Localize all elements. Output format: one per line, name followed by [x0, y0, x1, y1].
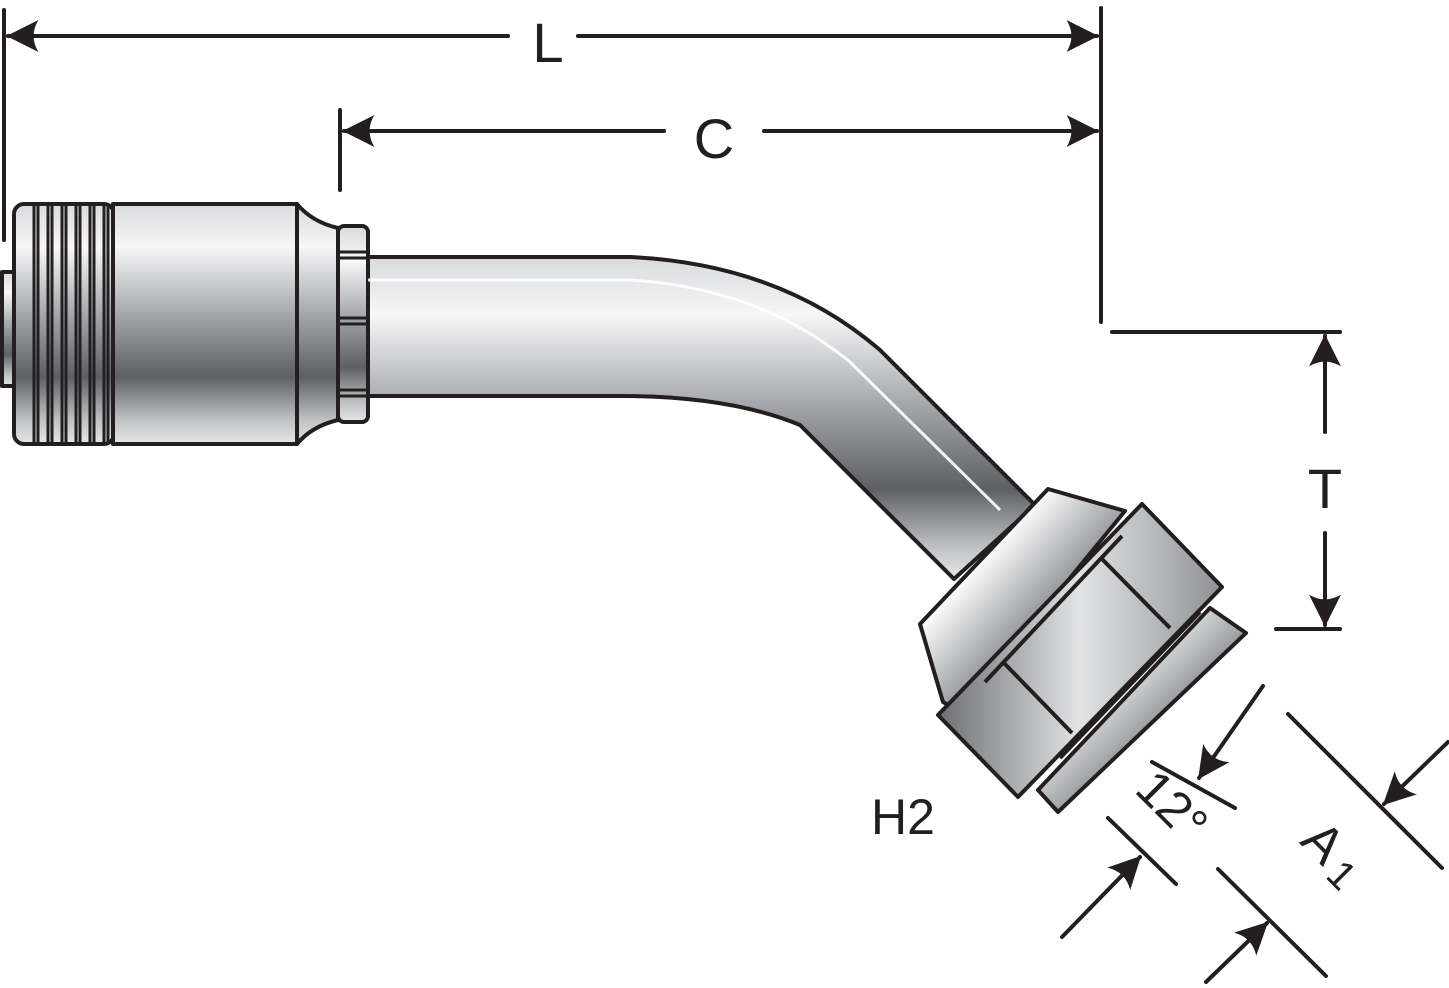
a1-ext-top: [1286, 712, 1444, 870]
a1-ext-bottom: [1216, 867, 1328, 978]
seat-angle-ext-top: [1150, 760, 1237, 810]
seat-angle-arrow-top: [1197, 684, 1265, 780]
dimension-l-label: L: [532, 11, 563, 74]
hex-nut: [936, 502, 1224, 799]
a1-arrow-top: [1382, 740, 1449, 806]
tube-highlight: [368, 278, 1002, 512]
ferrule-shell: [111, 202, 299, 446]
dimension-t-label: T: [1308, 457, 1342, 520]
hose-ferrule: [0, 202, 370, 446]
bent-tube: [366, 255, 1037, 581]
dimension-l: L: [6, 11, 1099, 74]
ferrule-taper: [295, 202, 340, 446]
ferrule-collar: [12, 202, 116, 446]
seat-angle-arrow-bottom: [1060, 855, 1142, 939]
dimension-t: T: [1308, 334, 1342, 627]
seat-ring: [1036, 606, 1248, 814]
dimension-c-label: C: [694, 107, 734, 170]
socket-hex-flats: [338, 250, 368, 398]
swivel-nut: [918, 487, 1248, 814]
seat-angle-ext-bottom: [1106, 816, 1178, 886]
a1-arrow-bottom: [1204, 921, 1269, 984]
hex-nut-flats: [983, 534, 1202, 760]
ferrule-grooves: [32, 206, 110, 442]
dimension-a1: A 1: [1204, 712, 1449, 984]
dimension-c: C: [342, 107, 1099, 170]
dimension-seat-angle: 12°: [1060, 684, 1265, 939]
dimension-h2-label: H2: [871, 789, 935, 845]
